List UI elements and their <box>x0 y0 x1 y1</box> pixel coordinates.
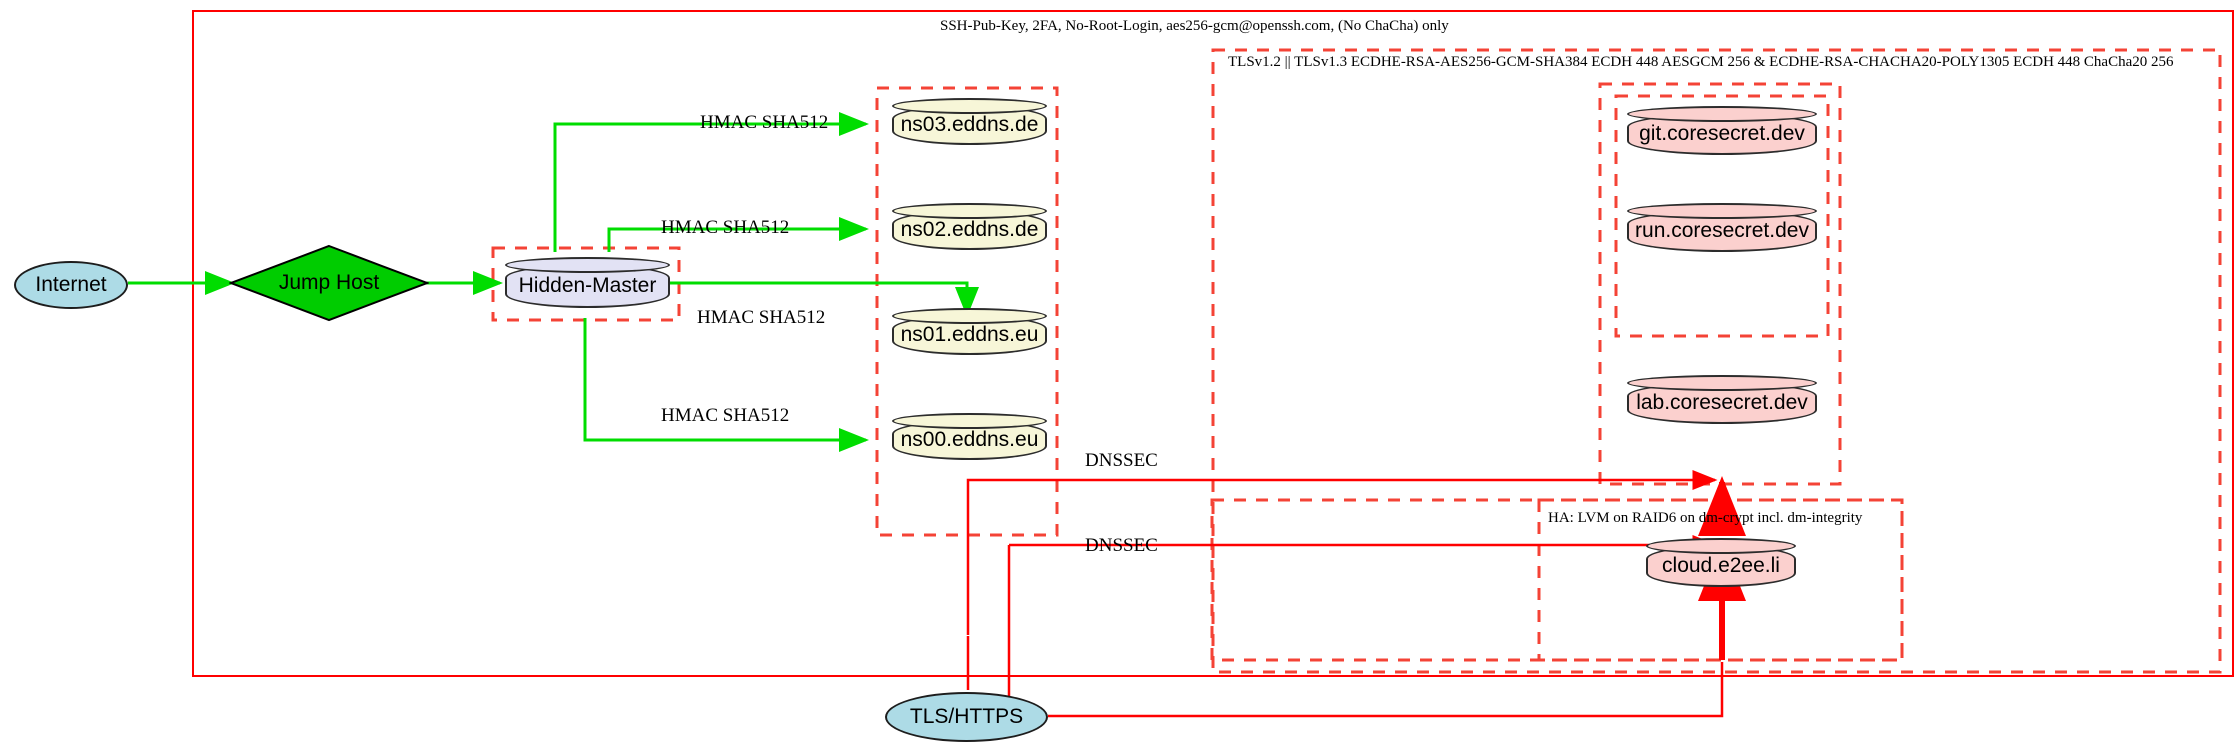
node-jump-host[interactable]: Jump Host <box>229 244 429 322</box>
cylinder-top-cap <box>505 257 670 273</box>
node-ns01-label: ns01.eddns.eu <box>900 323 1039 346</box>
cylinder-top-cap <box>1627 106 1817 122</box>
edge-label-hmac-ns02: HMAC SHA512 <box>661 217 790 238</box>
coresecret-zone-inner-frame <box>1614 94 1830 338</box>
edge-tlshttps-to-services <box>1048 662 1724 718</box>
edge-hiddenmaster-to-ns00 <box>583 318 869 452</box>
ssh-zone-frame <box>192 10 2234 677</box>
edge-label-hmac-ns03: HMAC SHA512 <box>700 112 829 133</box>
edge-label-dnssec-lower: DNSSEC <box>1085 535 1158 556</box>
edge-hiddenmaster-to-ns03 <box>553 112 869 252</box>
node-git-coresecret[interactable]: git.coresecret.dev <box>1627 106 1817 155</box>
node-run-coresecret[interactable]: run.coresecret.dev <box>1627 203 1817 252</box>
node-cloud-e2ee[interactable]: cloud.e2ee.li <box>1646 538 1796 587</box>
node-ns01[interactable]: ns01.eddns.eu <box>892 308 1047 355</box>
node-hidden-master-label: Hidden-Master <box>518 274 657 297</box>
node-tls-https-label: TLS/HTTPS <box>909 705 1024 728</box>
node-run-coresecret-label: run.coresecret.dev <box>1635 219 1809 242</box>
ha-zone-caption: HA: LVM on RAID6 on dm-crypt incl. dm-in… <box>1548 510 1863 526</box>
node-jump-host-label: Jump Host <box>278 271 380 294</box>
node-hidden-master[interactable]: Hidden-Master <box>505 257 670 308</box>
edge-dnssec-upper <box>966 470 1718 490</box>
edge-label-dnssec-upper: DNSSEC <box>1085 450 1158 471</box>
node-ns00-label: ns00.eddns.eu <box>900 428 1039 451</box>
node-lab-coresecret-label: lab.coresecret.dev <box>1636 391 1808 414</box>
cylinder-top-cap <box>1627 203 1817 219</box>
node-cloud-e2ee-label: cloud.e2ee.li <box>1662 554 1780 577</box>
edge-hiddenmaster-to-ns01 <box>670 281 979 317</box>
cylinder-top-cap <box>892 308 1047 324</box>
node-ns03[interactable]: ns03.eddns.de <box>892 98 1047 145</box>
node-ns00[interactable]: ns00.eddns.eu <box>892 413 1047 460</box>
cylinder-top-cap <box>1627 375 1817 391</box>
node-lab-coresecret[interactable]: lab.coresecret.dev <box>1627 375 1817 424</box>
cylinder-top-cap <box>892 413 1047 429</box>
edge-hiddenmaster-to-ns02 <box>607 217 869 252</box>
node-internet[interactable]: Internet <box>14 261 128 309</box>
cylinder-top-cap <box>892 203 1047 219</box>
edge-label-hmac-ns01: HMAC SHA512 <box>697 307 826 328</box>
node-ns02[interactable]: ns02.eddns.de <box>892 203 1047 250</box>
node-ns02-label: ns02.eddns.de <box>900 218 1039 241</box>
cylinder-top-cap <box>1646 538 1796 554</box>
cylinder-top-cap <box>892 98 1047 114</box>
dns-zone-frame <box>875 86 1059 537</box>
edge-label-hmac-ns00: HMAC SHA512 <box>661 405 790 426</box>
node-git-coresecret-label: git.coresecret.dev <box>1639 122 1805 145</box>
ssh-zone-caption: SSH-Pub-Key, 2FA, No-Root-Login, aes256-… <box>940 18 1449 34</box>
node-ns03-label: ns03.eddns.de <box>900 113 1039 136</box>
node-tls-https[interactable]: TLS/HTTPS <box>885 692 1048 742</box>
node-internet-label: Internet <box>35 273 107 296</box>
tls-zone-caption: TLSv1.2 || TLSv1.3 ECDHE-RSA-AES256-GCM-… <box>1228 54 2174 70</box>
